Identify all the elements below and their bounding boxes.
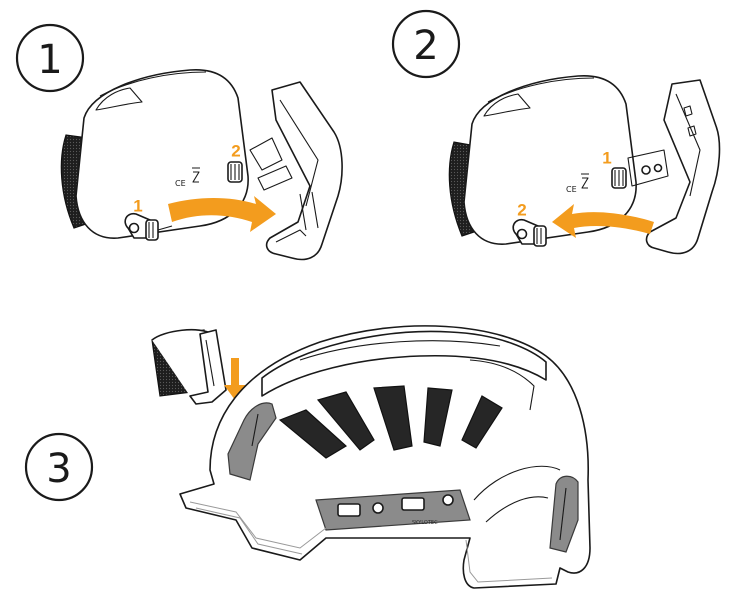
step-3-panel: 3 (24, 325, 591, 589)
helmet-brand-label: SKYLOTEC (412, 520, 438, 526)
step-1-number: 1 (37, 37, 62, 83)
step-2-ce-mark: CE (566, 185, 577, 194)
step-1-badge: 1 (15, 23, 85, 93)
helmet-vent-1 (278, 409, 348, 459)
step-2-number: 2 (413, 23, 438, 69)
helmet-vent-4 (423, 387, 453, 447)
step-2-bracket (627, 79, 721, 255)
step-3-device (151, 328, 227, 405)
step-2-panel: 2 CE 1 2 (391, 9, 721, 255)
step-2-device: CE (448, 75, 637, 247)
step-1-panel: 1 CE (15, 23, 343, 261)
step-2-return-arrow (552, 204, 654, 238)
helmet: SKYLOTEC (179, 325, 591, 589)
device-ce-mark: CE (175, 179, 186, 188)
step-3-insert-arrow (224, 358, 246, 400)
helmet-left-mount (227, 402, 277, 481)
helmet-front-band (315, 489, 471, 531)
step-3-number: 3 (46, 446, 71, 492)
helmet-right-mount (549, 475, 579, 553)
step-1-bracket (249, 81, 343, 261)
step-1-callout-1: 1 (133, 197, 142, 216)
step-3-badge: 3 (24, 432, 94, 502)
step-1-device: CE (60, 69, 249, 241)
step-2-callout-2: 2 (517, 201, 526, 220)
helmet-vent-5 (461, 395, 503, 449)
helmet-vent-3 (373, 385, 413, 451)
step-2-badge: 2 (391, 9, 461, 79)
helmet-vent-2 (316, 391, 375, 451)
step-1-callout-2: 2 (231, 142, 240, 161)
step-1-attach-arrow (168, 196, 276, 232)
step-2-callout-1: 1 (602, 149, 611, 168)
